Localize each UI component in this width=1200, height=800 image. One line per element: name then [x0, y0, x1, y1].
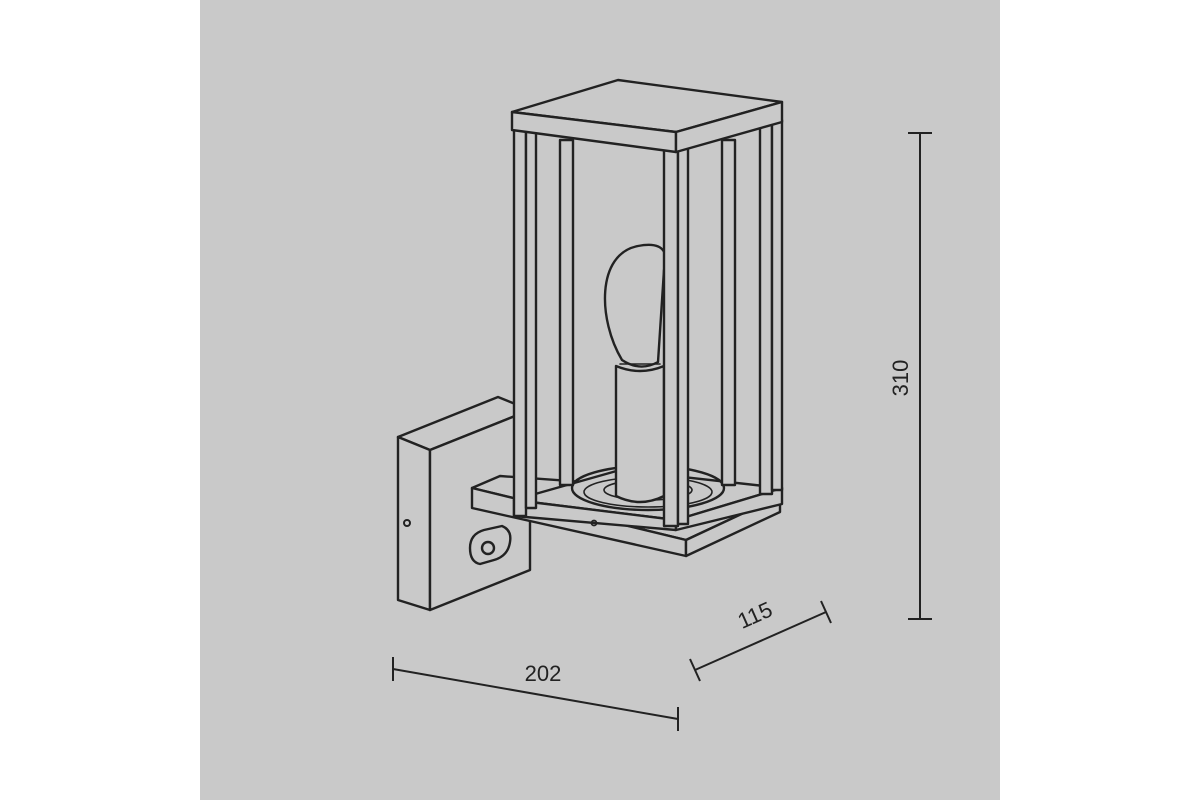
height-dimension: 310	[888, 132, 932, 620]
height-label: 310	[888, 360, 913, 397]
front-post-left	[512, 116, 528, 518]
width-label: 202	[525, 661, 562, 686]
lantern-roof	[510, 78, 784, 154]
back-post-right	[720, 138, 737, 487]
motion-sensor-icon	[468, 524, 512, 566]
front-post-middle	[662, 148, 680, 528]
width-dimension: 202	[392, 657, 679, 731]
bulb-socket	[614, 364, 666, 504]
back-post-left	[558, 138, 575, 487]
front-post-right	[758, 122, 774, 496]
screw-hole-icon	[403, 519, 411, 527]
lantern-body	[510, 78, 784, 532]
